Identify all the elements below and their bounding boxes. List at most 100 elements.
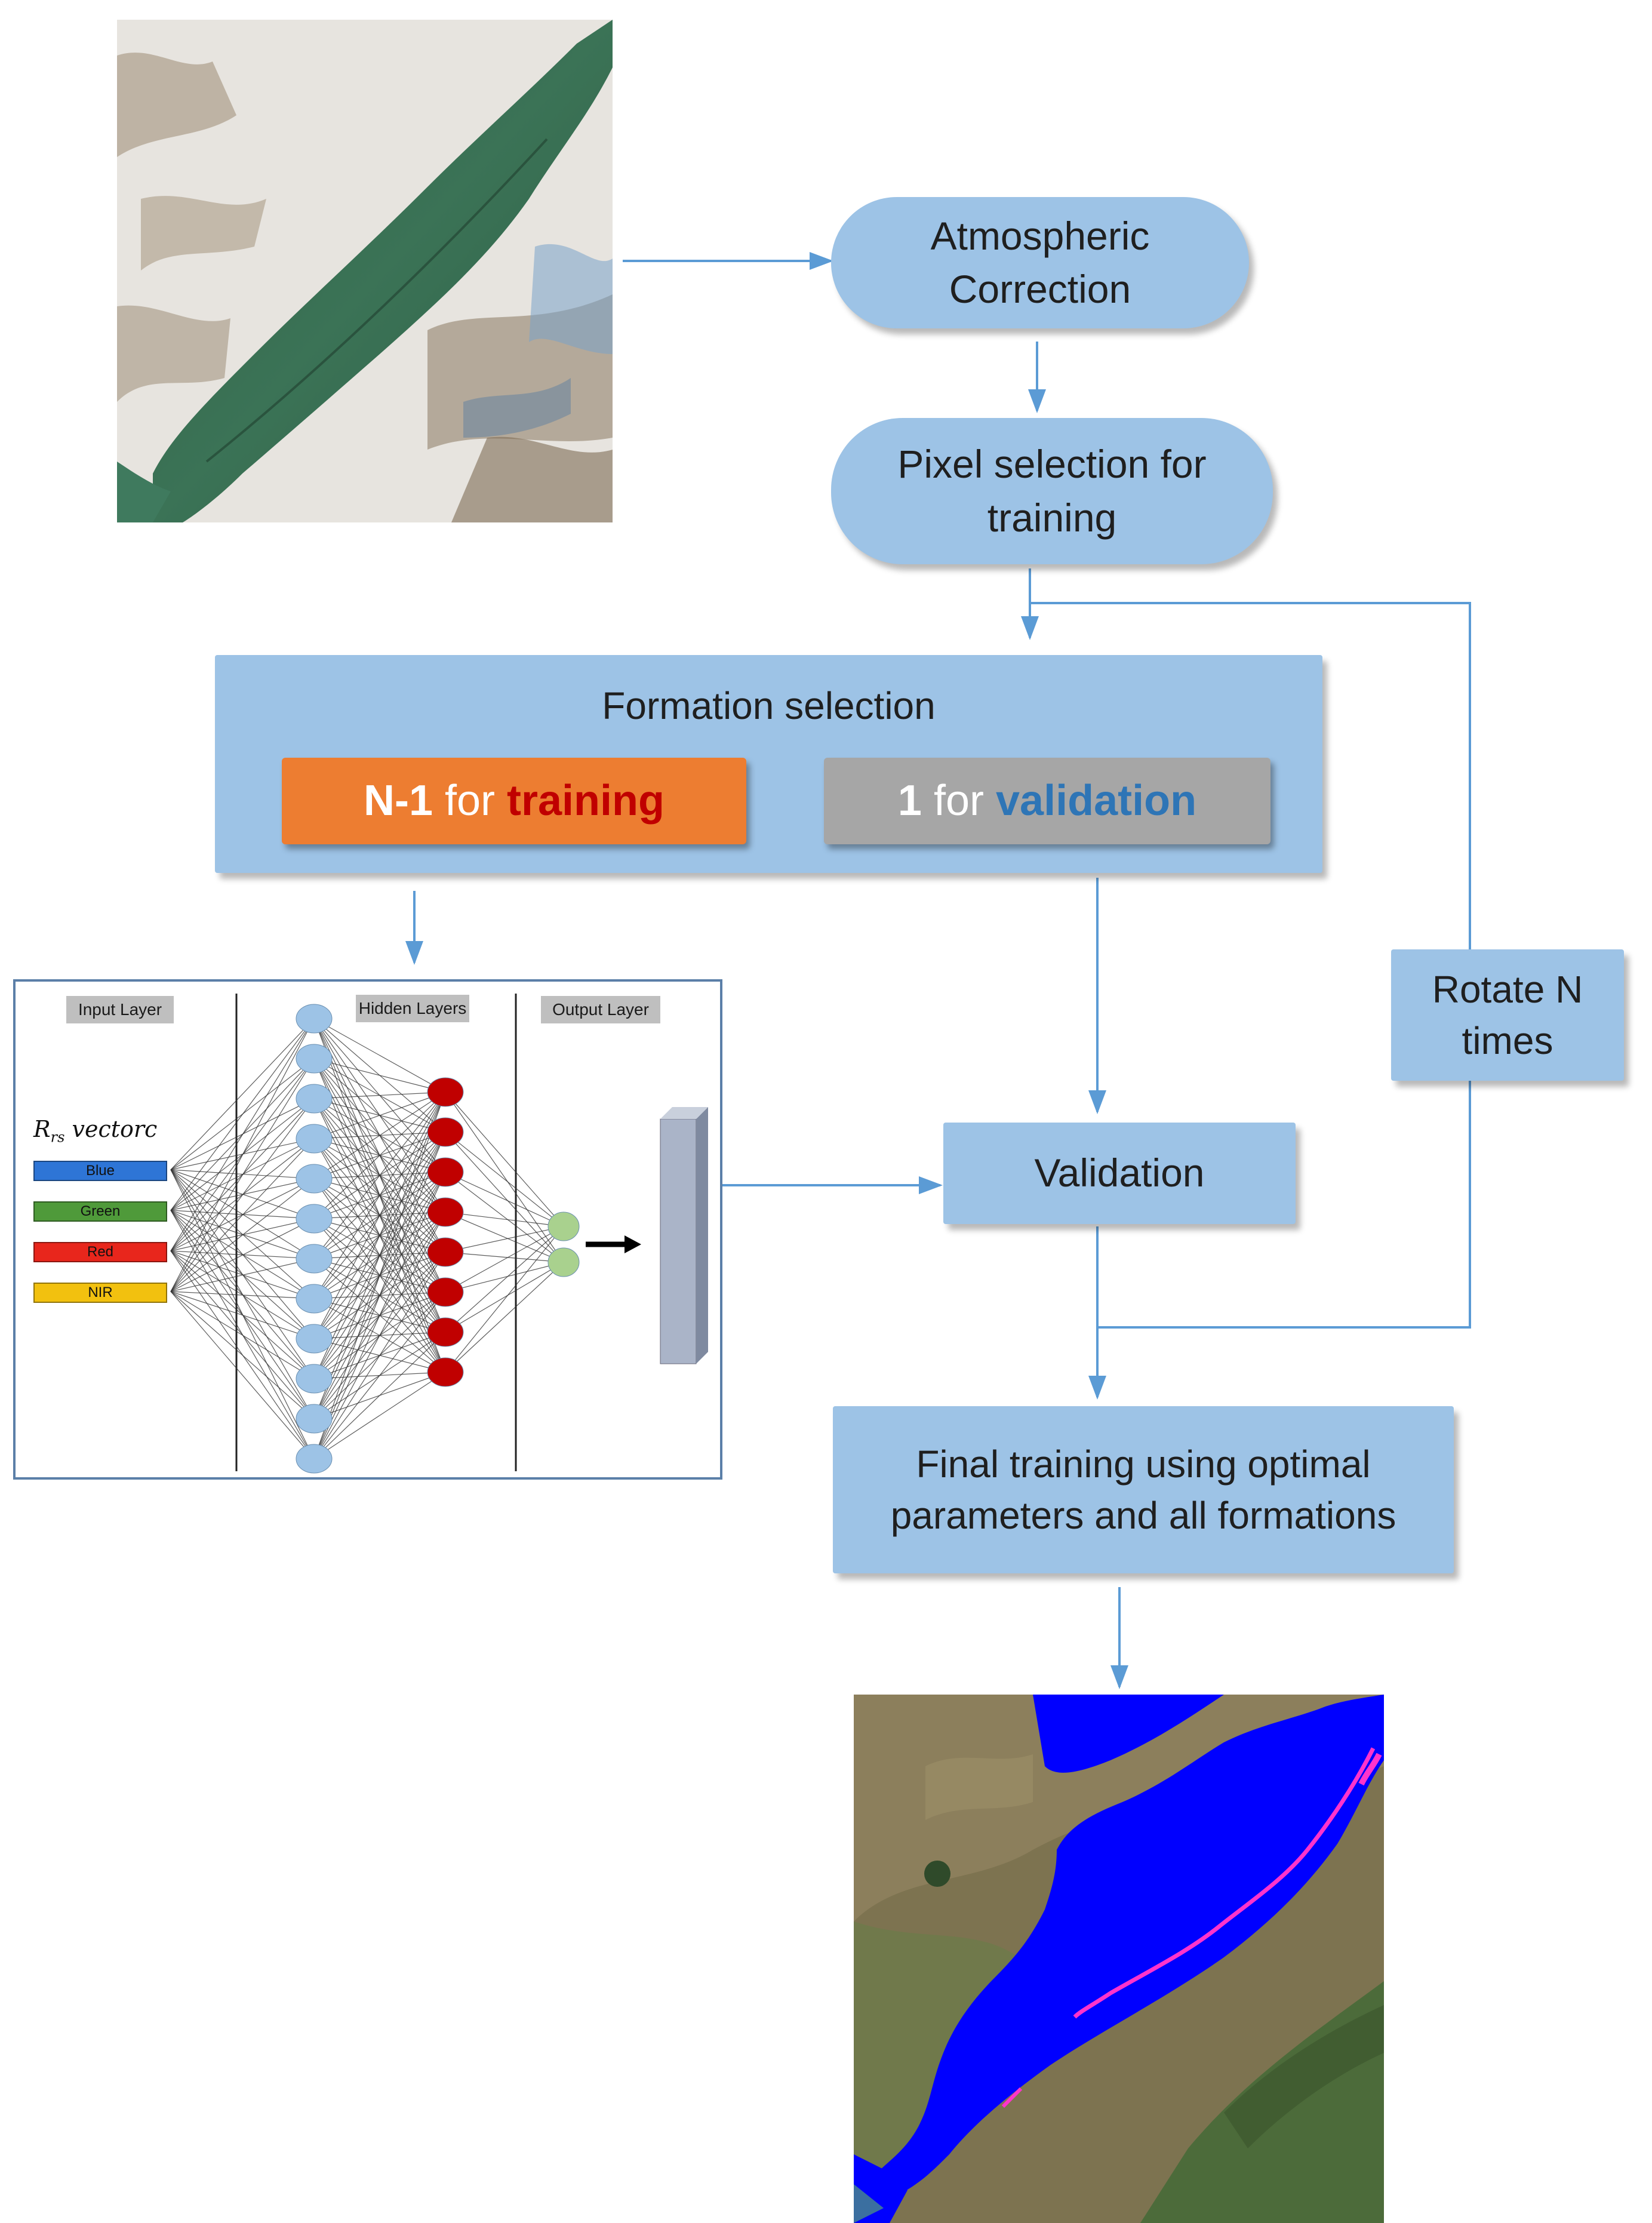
network-edge xyxy=(170,1291,315,1339)
water-mask xyxy=(878,1695,1384,2196)
network-edge xyxy=(445,1262,564,1293)
neural-network-diagram: Input Layer Hidden Layers Output Layer R… xyxy=(13,979,722,1480)
output-vector-bar-side xyxy=(696,1107,708,1364)
network-edge xyxy=(313,1091,446,1099)
network-edge xyxy=(170,1291,315,1459)
network-edge xyxy=(170,1291,315,1419)
output-node xyxy=(547,1212,580,1241)
band-green: Green xyxy=(33,1201,167,1222)
network-edge xyxy=(445,1091,564,1227)
pixel-selection-node: Pixel selection for training xyxy=(831,418,1273,564)
n1-training-badge: N-1 for training xyxy=(282,758,746,844)
loop-line-bottom xyxy=(1097,1080,1471,1329)
network-edge xyxy=(313,1091,446,1419)
validation-label: Validation xyxy=(1034,1151,1205,1195)
network-edge xyxy=(313,1091,446,1179)
hidden-node-layer1 xyxy=(296,1204,333,1234)
network-edge xyxy=(313,1018,446,1093)
satellite-image-input xyxy=(117,20,613,522)
hidden-node-layer2 xyxy=(427,1317,464,1347)
hidden-node-layer1 xyxy=(296,1324,333,1354)
network-edge xyxy=(313,1332,446,1459)
network-edge xyxy=(445,1132,564,1227)
one-suffix: validation xyxy=(996,776,1197,825)
network-edge xyxy=(445,1252,564,1263)
one-middle: for xyxy=(921,776,996,825)
hidden-node-layer1 xyxy=(296,1044,333,1074)
final-training-label: Final training using optimal parameters … xyxy=(890,1442,1396,1537)
formation-selection-node: Formation selection N-1 for training 1 f… xyxy=(215,655,1322,873)
one-prefix: 1 xyxy=(897,776,922,825)
input-layer-label: Input Layer xyxy=(66,996,174,1023)
network-edge xyxy=(445,1226,564,1333)
hidden-node-layer2 xyxy=(427,1237,464,1267)
n1-prefix: N-1 xyxy=(363,776,433,825)
network-edge xyxy=(445,1172,564,1227)
network-edge xyxy=(313,1172,446,1459)
mask-edge-highlight xyxy=(1073,1747,1376,2019)
n1-suffix: training xyxy=(507,776,665,825)
network-edge xyxy=(313,1091,446,1139)
hidden-node-layer2 xyxy=(427,1197,464,1227)
network-edge xyxy=(170,1138,315,1292)
network-edge xyxy=(170,1291,315,1299)
final-training-node: Final training using optimal parameters … xyxy=(833,1406,1454,1573)
network-edge xyxy=(313,1132,446,1459)
rrs-vector-label: Rrs vectorc xyxy=(33,1116,157,1146)
hidden-node-layer2 xyxy=(427,1117,464,1147)
hidden-node-layer1 xyxy=(296,1004,333,1034)
hidden-node-layer2 xyxy=(427,1157,464,1187)
hidden-node-layer1 xyxy=(296,1364,333,1394)
network-edge xyxy=(313,1091,446,1219)
hidden-node-layer2 xyxy=(427,1077,464,1107)
network-edge xyxy=(313,1091,446,1299)
output-vector-bar xyxy=(660,1118,697,1364)
hidden-node-layer1 xyxy=(296,1164,333,1194)
network-edge xyxy=(170,1178,315,1292)
band-blue: Blue xyxy=(33,1161,167,1181)
network-edge xyxy=(445,1132,564,1263)
band-red: Red xyxy=(33,1242,167,1262)
rotate-label: Rotate N times xyxy=(1432,967,1583,1062)
network-edge xyxy=(445,1226,564,1293)
network-edge xyxy=(313,1292,446,1459)
network-edge xyxy=(170,1098,315,1292)
network-edge xyxy=(170,1018,315,1170)
atmospheric-correction-label: Atmospheric Correction xyxy=(930,213,1150,311)
validation-node: Validation xyxy=(943,1123,1296,1224)
rrs-symbol: R xyxy=(33,1116,51,1142)
network-edge xyxy=(313,1058,446,1093)
output-vector-bar-top xyxy=(660,1107,708,1119)
hidden-node-layer2 xyxy=(427,1357,464,1387)
output-node xyxy=(547,1247,580,1277)
loop-line-top xyxy=(1030,602,1471,958)
network-edge xyxy=(445,1172,564,1263)
hidden-node-layer1 xyxy=(296,1084,333,1114)
network-graph xyxy=(170,994,708,1474)
network-edge xyxy=(313,1091,446,1379)
hidden-node-layer1 xyxy=(296,1244,333,1274)
formation-selection-label: Formation selection xyxy=(602,684,936,727)
network-edge xyxy=(445,1262,564,1373)
network-edge xyxy=(313,1372,446,1459)
network-edge xyxy=(445,1091,564,1263)
network-edge xyxy=(170,1018,315,1252)
output-arrow-head xyxy=(625,1235,641,1253)
network-edge xyxy=(445,1226,564,1253)
network-edge xyxy=(170,1291,315,1379)
hidden-node-layer2 xyxy=(427,1277,464,1307)
network-edge xyxy=(313,1212,446,1459)
network-edge xyxy=(170,1018,315,1211)
hidden-layers-label: Hidden Layers xyxy=(356,995,469,1022)
network-edge xyxy=(445,1212,564,1227)
hidden-node-layer1 xyxy=(296,1404,333,1434)
n1-middle: for xyxy=(432,776,507,825)
network-edge xyxy=(170,1258,315,1292)
network-edge xyxy=(313,1091,446,1459)
network-edge xyxy=(445,1212,564,1263)
rrs-subscript: rs xyxy=(50,1129,65,1146)
one-validation-badge: 1 for validation xyxy=(824,758,1270,844)
rrs-suffix: vectorc xyxy=(64,1116,158,1142)
hidden-node-layer1 xyxy=(296,1124,333,1154)
